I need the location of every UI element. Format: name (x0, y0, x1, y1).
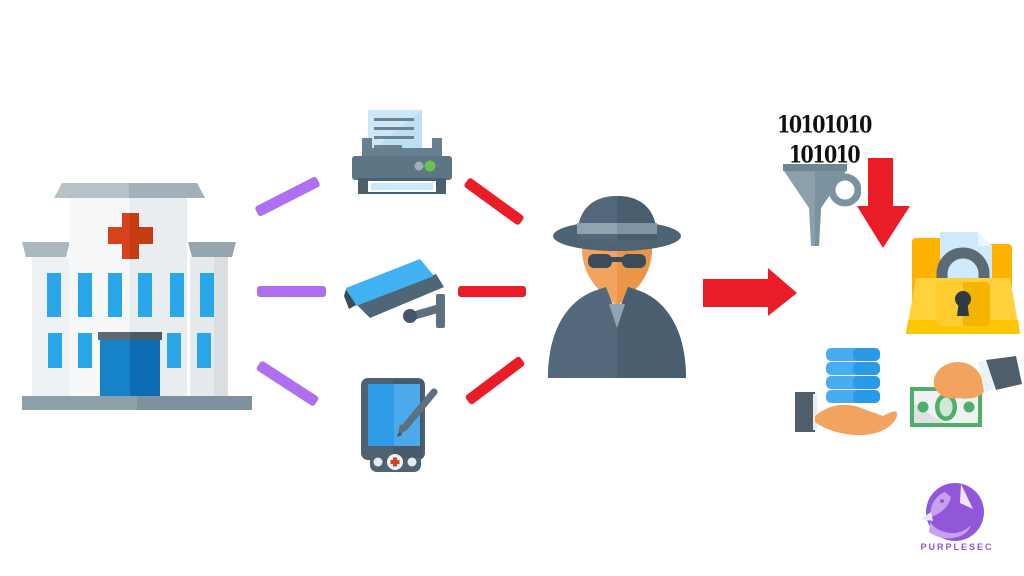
purplesec-logo-icon (915, 482, 999, 542)
red-arrow-right-icon (700, 262, 800, 318)
red-connector (464, 355, 526, 406)
printer-icon (350, 104, 454, 196)
binary-line-1: 10101010 (777, 111, 872, 139)
cctv-camera-icon (344, 258, 456, 336)
red-connector (463, 177, 525, 226)
locked-folder-icon (906, 222, 1020, 336)
purple-connector (255, 360, 320, 407)
purple-connector (257, 286, 326, 297)
purplesec-logo-text: PURPLESEC (920, 542, 994, 552)
purple-connector (254, 175, 321, 218)
tablet-stylus-icon (356, 370, 448, 476)
red-connector (458, 286, 526, 297)
binary-stream-text: 10101010 101010 (768, 110, 880, 170)
hospital-icon (22, 180, 252, 412)
funnel-icon (783, 160, 861, 252)
cash-payment-icon (902, 356, 1022, 448)
hand-data-stack-icon (795, 342, 903, 454)
red-arrow-down-icon (857, 158, 910, 250)
spy-icon (540, 190, 695, 378)
